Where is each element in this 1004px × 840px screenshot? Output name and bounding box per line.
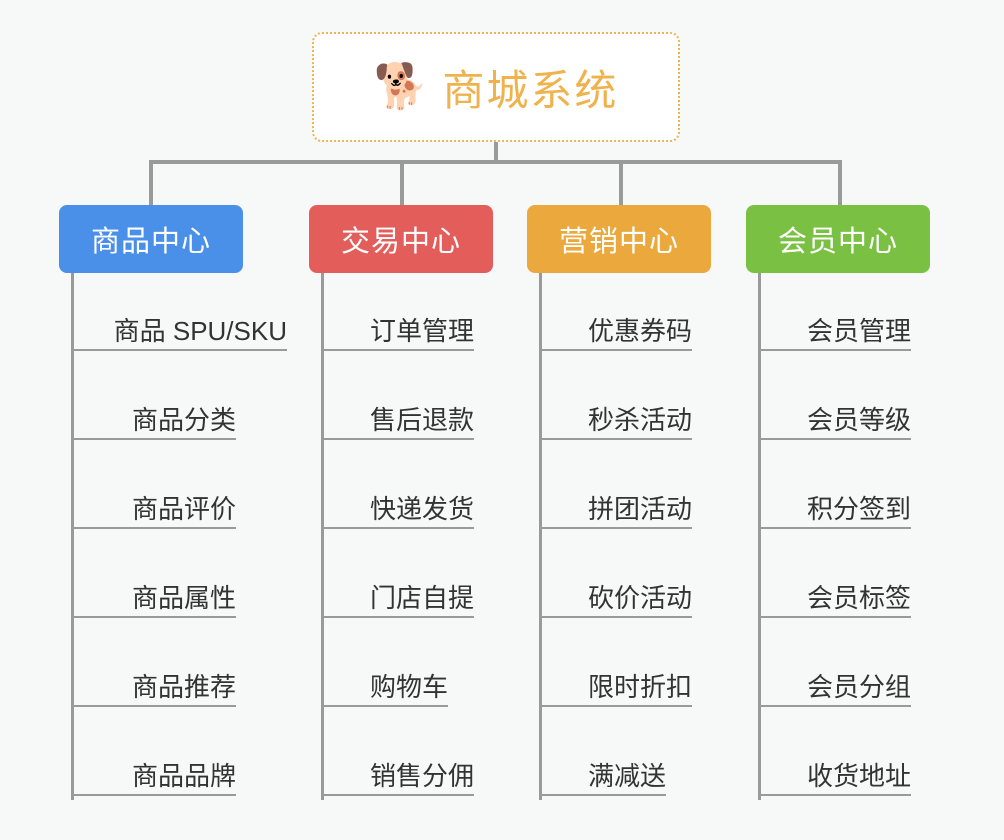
leaf-item-member-0[interactable]: 会员管理 bbox=[758, 285, 911, 351]
leaf-item-marketing-0[interactable]: 优惠券码 bbox=[539, 285, 692, 351]
root-node-mall-system[interactable]: 🐕 商城系统 bbox=[312, 32, 680, 142]
leaf-item-label: 售后退款 bbox=[369, 405, 474, 436]
leaf-item-label: 满减送 bbox=[587, 761, 666, 792]
leaf-item-marketing-1[interactable]: 秒杀活动 bbox=[539, 374, 692, 440]
leaf-item-label: 会员标签 bbox=[806, 583, 911, 614]
leaf-item-product-0[interactable]: 商品 SPU/SKU bbox=[71, 285, 287, 351]
category-header-label: 会员中心 bbox=[777, 226, 898, 258]
category-header-trade[interactable]: 交易中心 bbox=[309, 205, 493, 273]
leaf-item-marketing-3[interactable]: 砍价活动 bbox=[539, 552, 692, 618]
leaf-item-label: 会员管理 bbox=[806, 316, 911, 347]
leaf-item-label: 商品 SPU/SKU bbox=[113, 316, 287, 347]
leaf-item-label: 秒杀活动 bbox=[587, 405, 692, 436]
root-node-title: 商城系统 bbox=[442, 66, 619, 114]
leaf-item-trade-1[interactable]: 售后退款 bbox=[321, 374, 474, 440]
leaf-item-product-2[interactable]: 商品评价 bbox=[71, 463, 236, 529]
leaf-item-product-4[interactable]: 商品推荐 bbox=[71, 641, 236, 707]
leaf-item-label: 购物车 bbox=[369, 672, 448, 703]
category-header-member[interactable]: 会员中心 bbox=[746, 205, 930, 273]
connector-root-stem bbox=[494, 142, 498, 163]
leaf-item-marketing-5[interactable]: 满减送 bbox=[539, 730, 666, 796]
leaf-item-member-2[interactable]: 积分签到 bbox=[758, 463, 911, 529]
category-header-label: 交易中心 bbox=[340, 226, 461, 258]
column-spine-member bbox=[758, 273, 761, 800]
connector-drop-4 bbox=[838, 160, 842, 205]
leaf-item-label: 优惠券码 bbox=[587, 316, 692, 347]
leaf-item-label: 限时折扣 bbox=[587, 672, 692, 703]
column-spine-trade bbox=[321, 273, 324, 800]
leaf-item-trade-2[interactable]: 快递发货 bbox=[321, 463, 474, 529]
connector-drop-1 bbox=[149, 160, 153, 205]
leaf-item-member-5[interactable]: 收货地址 bbox=[758, 730, 911, 796]
connector-drop-3 bbox=[619, 160, 623, 205]
category-header-marketing[interactable]: 营销中心 bbox=[527, 205, 711, 273]
leaf-item-label: 会员分组 bbox=[806, 672, 911, 703]
shiba-dog-face-icon: 🐕 bbox=[373, 62, 429, 111]
leaf-item-trade-3[interactable]: 门店自提 bbox=[321, 552, 474, 618]
leaf-item-label: 商品属性 bbox=[131, 583, 236, 614]
leaf-item-label: 商品品牌 bbox=[131, 761, 236, 792]
leaf-item-product-5[interactable]: 商品品牌 bbox=[71, 730, 236, 796]
column-spine-marketing bbox=[539, 273, 542, 800]
leaf-item-label: 门店自提 bbox=[369, 583, 474, 614]
category-header-label: 营销中心 bbox=[558, 226, 679, 258]
leaf-item-label: 商品评价 bbox=[131, 494, 236, 525]
leaf-item-label: 积分签到 bbox=[806, 494, 911, 525]
leaf-item-label: 收货地址 bbox=[806, 761, 911, 792]
leaf-item-label: 商品推荐 bbox=[131, 672, 236, 703]
leaf-item-label: 砍价活动 bbox=[587, 583, 692, 614]
leaf-item-label: 拼团活动 bbox=[587, 494, 692, 525]
leaf-item-label: 快递发货 bbox=[369, 494, 474, 525]
column-spine-product bbox=[71, 273, 74, 800]
category-header-product[interactable]: 商品中心 bbox=[59, 205, 243, 273]
leaf-item-product-1[interactable]: 商品分类 bbox=[71, 374, 236, 440]
leaf-item-label: 商品分类 bbox=[131, 405, 236, 436]
connector-drop-2 bbox=[400, 160, 404, 205]
category-header-label: 商品中心 bbox=[90, 226, 211, 258]
connector-horizontal-bus bbox=[149, 160, 841, 164]
leaf-item-member-4[interactable]: 会员分组 bbox=[758, 641, 911, 707]
leaf-item-member-1[interactable]: 会员等级 bbox=[758, 374, 911, 440]
leaf-item-trade-4[interactable]: 购物车 bbox=[321, 641, 448, 707]
leaf-item-label: 会员等级 bbox=[806, 405, 911, 436]
leaf-item-marketing-4[interactable]: 限时折扣 bbox=[539, 641, 692, 707]
leaf-item-member-3[interactable]: 会员标签 bbox=[758, 552, 911, 618]
leaf-item-label: 销售分佣 bbox=[369, 761, 474, 792]
leaf-item-marketing-2[interactable]: 拼团活动 bbox=[539, 463, 692, 529]
leaf-item-trade-0[interactable]: 订单管理 bbox=[321, 285, 474, 351]
leaf-item-product-3[interactable]: 商品属性 bbox=[71, 552, 236, 618]
leaf-item-trade-5[interactable]: 销售分佣 bbox=[321, 730, 474, 796]
leaf-item-label: 订单管理 bbox=[369, 316, 474, 347]
